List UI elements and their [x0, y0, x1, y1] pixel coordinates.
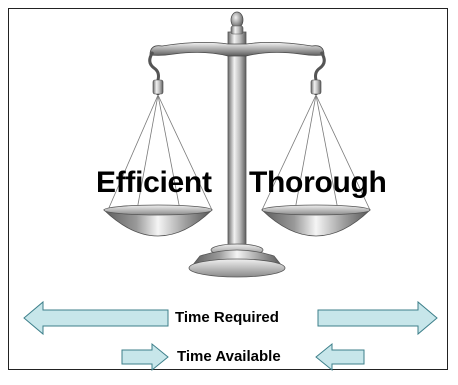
- time-available-left-arrow: [121, 342, 169, 372]
- time-required-label: Time Required: [175, 309, 279, 326]
- efficient-label: Efficient: [96, 166, 212, 199]
- time-required-arrow: [23, 300, 438, 336]
- scale-beam: [149, 42, 325, 57]
- right-hook: [314, 51, 326, 95]
- left-hook: [148, 51, 160, 95]
- right-pan-strings: [261, 94, 371, 211]
- thorough-label: Thorough: [249, 166, 387, 199]
- left-pan-strings: [107, 94, 213, 211]
- time-available-right-arrow: [315, 342, 365, 372]
- time-available-label: Time Available: [177, 348, 281, 365]
- left-pan: [103, 204, 213, 237]
- scale-pole: [227, 31, 247, 249]
- right-pan: [261, 204, 371, 237]
- scale-finial: [230, 11, 244, 29]
